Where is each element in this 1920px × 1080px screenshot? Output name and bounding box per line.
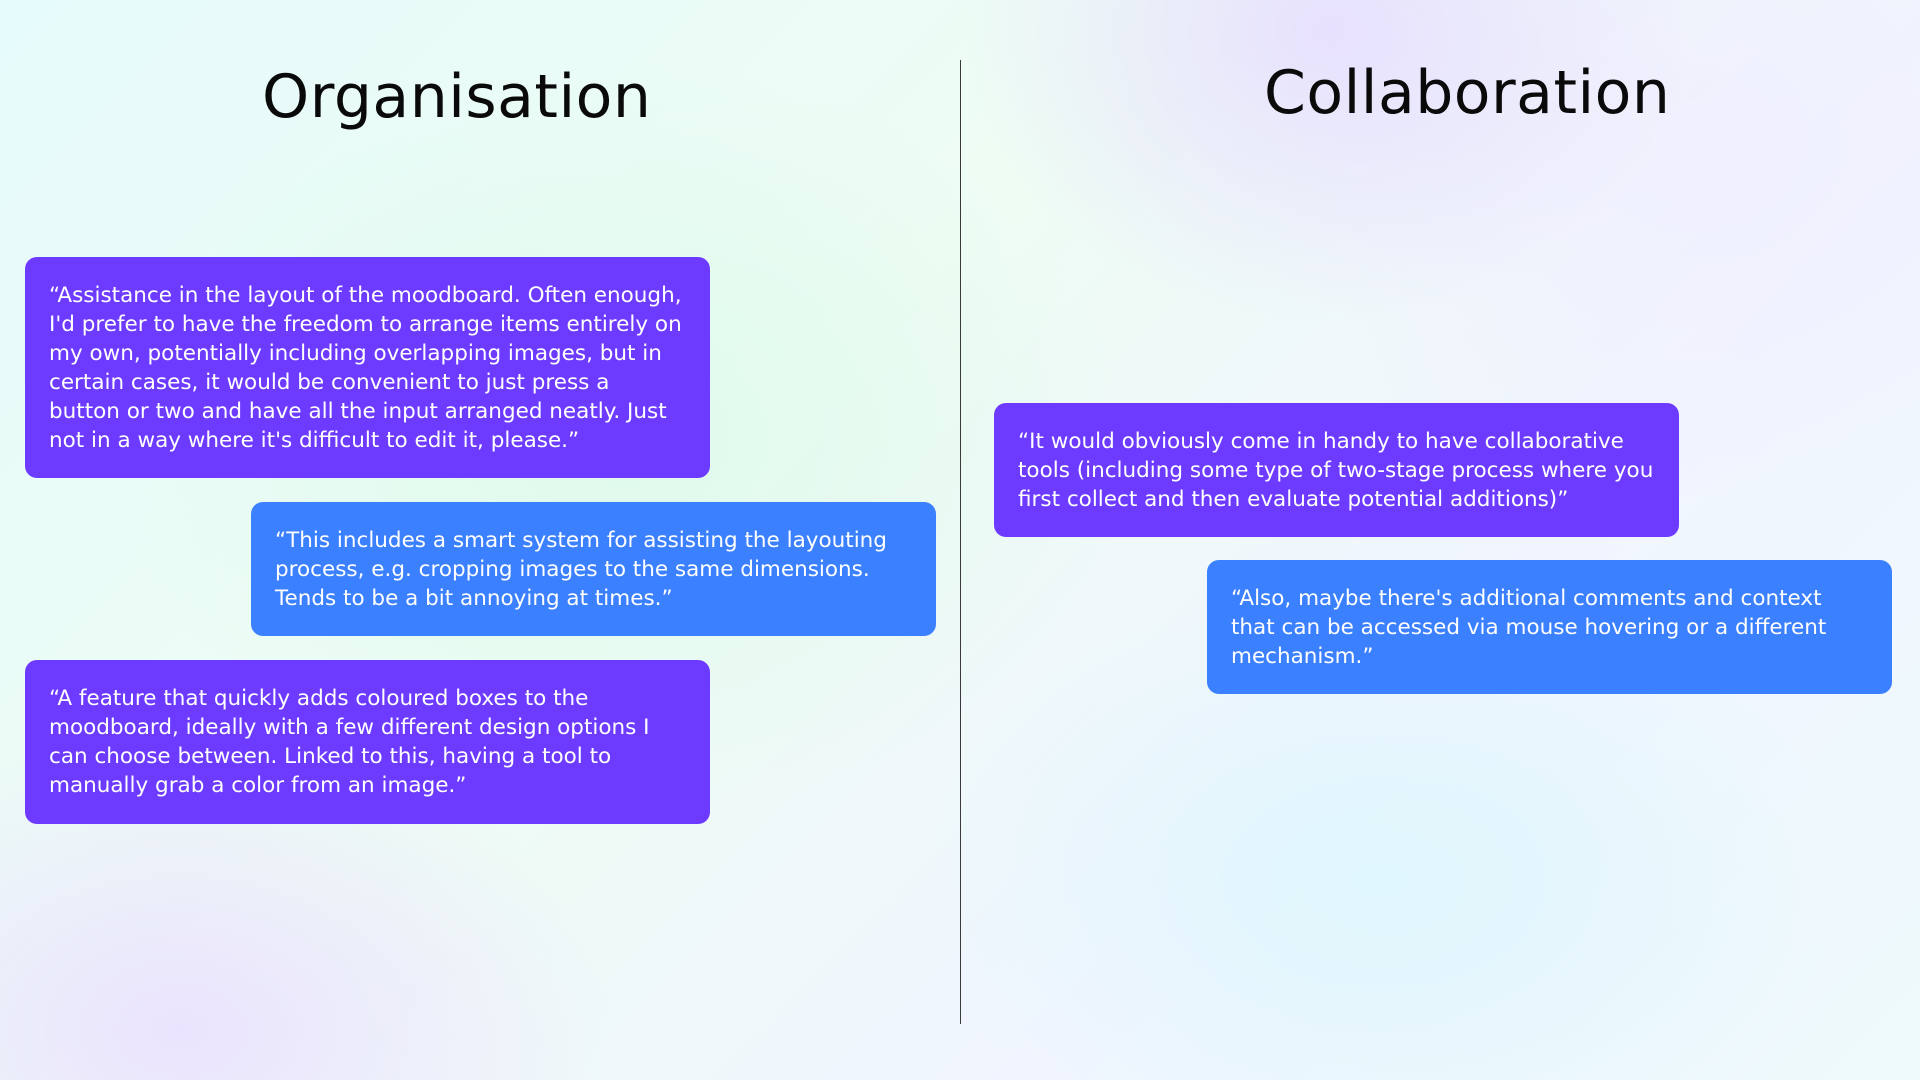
organisation-quote-card-1: “Assistance in the layout of the moodboa…: [25, 257, 710, 478]
organisation-quote-card-3: “A feature that quickly adds coloured bo…: [25, 660, 710, 824]
organisation-heading: Organisation: [262, 62, 652, 132]
organisation-quote-card-2: “This includes a smart system for assist…: [251, 502, 936, 636]
collaboration-quote-card-1: “It would obviously come in handy to hav…: [994, 403, 1679, 537]
column-divider: [960, 60, 961, 1024]
collaboration-heading: Collaboration: [1264, 58, 1671, 128]
collaboration-quote-card-2: “Also, maybe there's additional comments…: [1207, 560, 1892, 694]
